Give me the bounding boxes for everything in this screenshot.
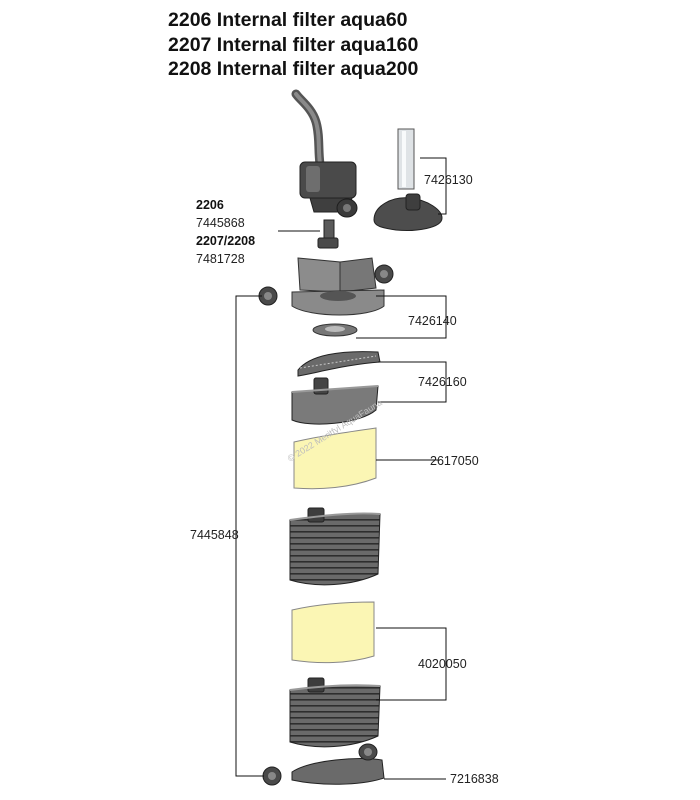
pump-motor — [291, 89, 358, 218]
label-filter-head: 7426140 — [408, 314, 457, 328]
label-suction-cups: 7445848 — [190, 528, 239, 542]
label-spray-bar: 7426130 — [424, 173, 473, 187]
filter-lid-part — [297, 351, 381, 377]
leader-filter-head — [356, 295, 447, 339]
title-line-1: 2206 Internal filter aqua60 — [168, 9, 408, 31]
spray-bar-part — [373, 128, 443, 231]
impeller-part-b: 7481728 — [196, 252, 245, 266]
leader-sponge-set — [376, 627, 447, 701]
bottom-plate-part — [291, 743, 385, 785]
sponge-bottom-part — [291, 601, 375, 664]
filter-head-part — [291, 257, 394, 316]
sponge-top-part — [293, 427, 377, 490]
impeller-model-a: 2206 — [196, 198, 224, 212]
cartridge-top-part — [291, 377, 379, 425]
suction-cup-bottom — [262, 766, 282, 786]
leader-suction-cups — [235, 295, 264, 777]
impeller-part-a: 7445868 — [196, 216, 245, 230]
impeller-part — [317, 219, 339, 249]
leader-filter-lid — [378, 361, 447, 403]
leader-lines — [235, 157, 447, 780]
leader-spray-bar — [420, 157, 447, 215]
title-line-3: 2208 Internal filter aqua200 — [168, 58, 419, 80]
title-line-2: 2207 Internal filter aqua160 — [168, 33, 419, 56]
cartridge-bottom-part — [289, 677, 381, 748]
label-filter-lid: 7426160 — [418, 375, 467, 389]
impeller-model-b: 2207/2208 — [196, 234, 255, 248]
cartridge-middle-part — [289, 507, 381, 586]
label-sponge-set: 4020050 — [418, 657, 467, 671]
gasket-part — [312, 323, 358, 337]
title-block: 2206 Internal filter aqua60 2207 Interna… — [168, 8, 418, 82]
label-sponge-top: 2617050 — [430, 454, 479, 468]
label-bottom-plate: 7216838 — [450, 772, 499, 786]
